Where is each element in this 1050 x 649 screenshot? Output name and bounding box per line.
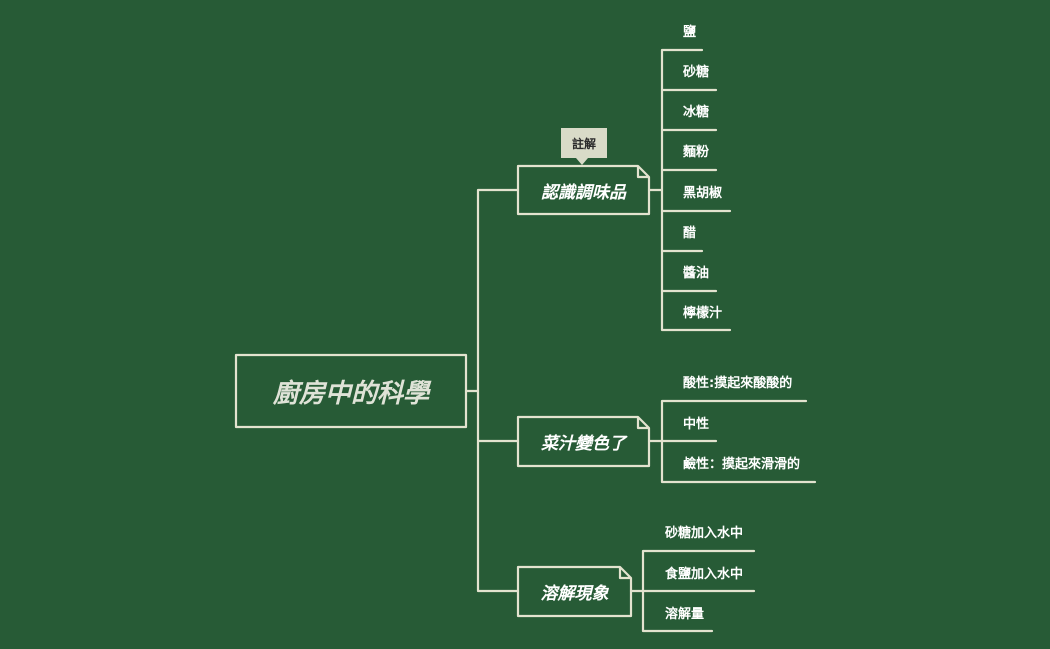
leaf-node[interactable]: 食鹽加入水中 — [665, 567, 744, 582]
leaf-node[interactable]: 檸檬汁 — [683, 306, 723, 321]
leaf-node[interactable]: 砂糖 — [683, 65, 710, 80]
note-badge[interactable]: 註解 — [561, 128, 607, 165]
leaf-node[interactable]: 溶解量 — [665, 607, 705, 622]
leaf-node[interactable]: 醬油 — [683, 266, 710, 281]
leaf-node[interactable]: 黑胡椒 — [683, 186, 723, 201]
leaf-node[interactable]: 鹼性：摸起來滑滑的 — [683, 457, 801, 472]
topic-node-dissolving[interactable]: 溶解現象 — [540, 583, 609, 604]
topic-node-seasonings[interactable]: 認識調味品 — [541, 182, 626, 203]
topic-node-juice-color[interactable]: 菜汁變色了 — [541, 433, 626, 454]
leaf-node[interactable]: 砂糖加入水中 — [665, 526, 744, 541]
leaf-node[interactable]: 醋 — [683, 226, 697, 241]
root-node[interactable]: 廚房中的科學 — [272, 378, 429, 409]
leaf-node[interactable]: 中性 — [683, 417, 710, 432]
root-connector — [464, 188, 520, 593]
leaf-node[interactable]: 冰糖 — [683, 105, 710, 120]
leaf-node[interactable]: 麵粉 — [683, 145, 710, 160]
leaf-node[interactable]: 鹽 — [683, 25, 697, 40]
leaf-node[interactable]: 酸性:摸起來酸酸的 — [683, 376, 793, 391]
